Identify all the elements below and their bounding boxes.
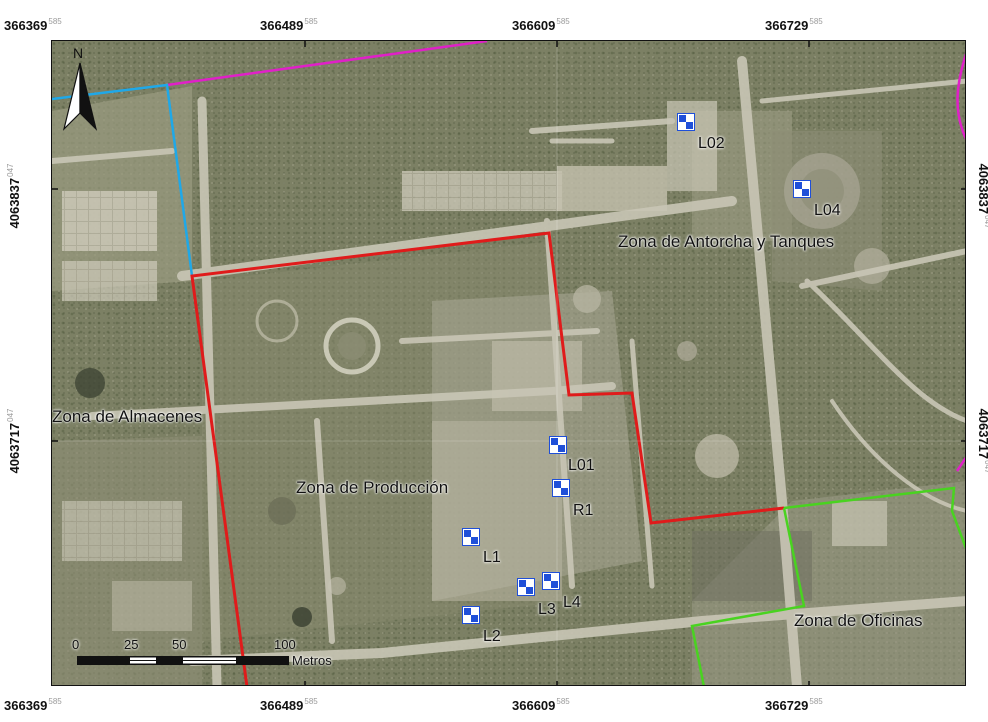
sample-label-l4: L4 — [563, 594, 581, 611]
sample-marker-l1[interactable] — [463, 529, 479, 545]
sample-marker-l01[interactable] — [550, 437, 566, 453]
zone-label-oficinas: Zona de Oficinas — [794, 611, 923, 630]
sample-marker-l02[interactable] — [678, 114, 694, 130]
sample-label-l1: L1 — [483, 549, 501, 566]
coord-left-2: 4063717047 — [6, 408, 22, 474]
scale-tick-25: 25 — [124, 637, 139, 652]
sample-marker-l2[interactable] — [463, 607, 479, 623]
coord-top-2: 366489585 — [260, 17, 318, 33]
coord-bottom-2: 366489585 — [260, 697, 318, 713]
coord-top-4: 366729585 — [765, 17, 823, 33]
scale-unit: Metros — [292, 653, 332, 668]
scale-tick-100: 100 — [274, 637, 296, 652]
aerial-map — [52, 41, 965, 685]
north-arrow-icon — [62, 62, 98, 131]
sample-marker-l04[interactable] — [794, 181, 810, 197]
scale-bar — [77, 656, 289, 665]
coord-left-1: 4063837047 — [6, 163, 22, 229]
scale-tick-50: 50 — [172, 637, 187, 652]
production-boundary-line — [190, 231, 785, 685]
sample-label-l04: L04 — [814, 202, 841, 219]
office-boundary-line — [783, 486, 965, 550]
sample-marker-l3[interactable] — [518, 579, 534, 595]
north-label: N — [73, 45, 84, 61]
north-boundary-line — [166, 41, 488, 87]
sample-label-l3: L3 — [538, 601, 556, 618]
coord-bottom-1: 366369585 — [4, 697, 62, 713]
sample-marker-l4[interactable] — [543, 573, 559, 589]
scale-tick-0: 0 — [72, 637, 80, 652]
sample-label-l2: L2 — [483, 628, 501, 645]
map-frame[interactable]: N Zona de Antorcha y Tanques Zona de Alm… — [51, 40, 966, 686]
sample-marker-r1[interactable] — [553, 480, 569, 496]
coord-right-1: 4063837047 — [976, 163, 988, 229]
sample-label-r1: R1 — [573, 502, 594, 519]
sample-label-l01: L01 — [568, 457, 595, 474]
coord-right-2: 4063717047 — [976, 408, 988, 474]
coord-top-3: 366609585 — [512, 17, 570, 33]
zone-label-almacenes: Zona de Almacenes — [52, 407, 203, 426]
west-boundary-line — [52, 83, 194, 277]
coord-bottom-3: 366609585 — [512, 697, 570, 713]
coord-bottom-4: 366729585 — [765, 697, 823, 713]
coord-top-1: 366369585 — [4, 17, 62, 33]
zone-label-produccion: Zona de Producción — [296, 478, 449, 497]
zone-label-antorcha: Zona de Antorcha y Tanques — [618, 232, 835, 251]
sample-label-l02: L02 — [698, 135, 725, 152]
